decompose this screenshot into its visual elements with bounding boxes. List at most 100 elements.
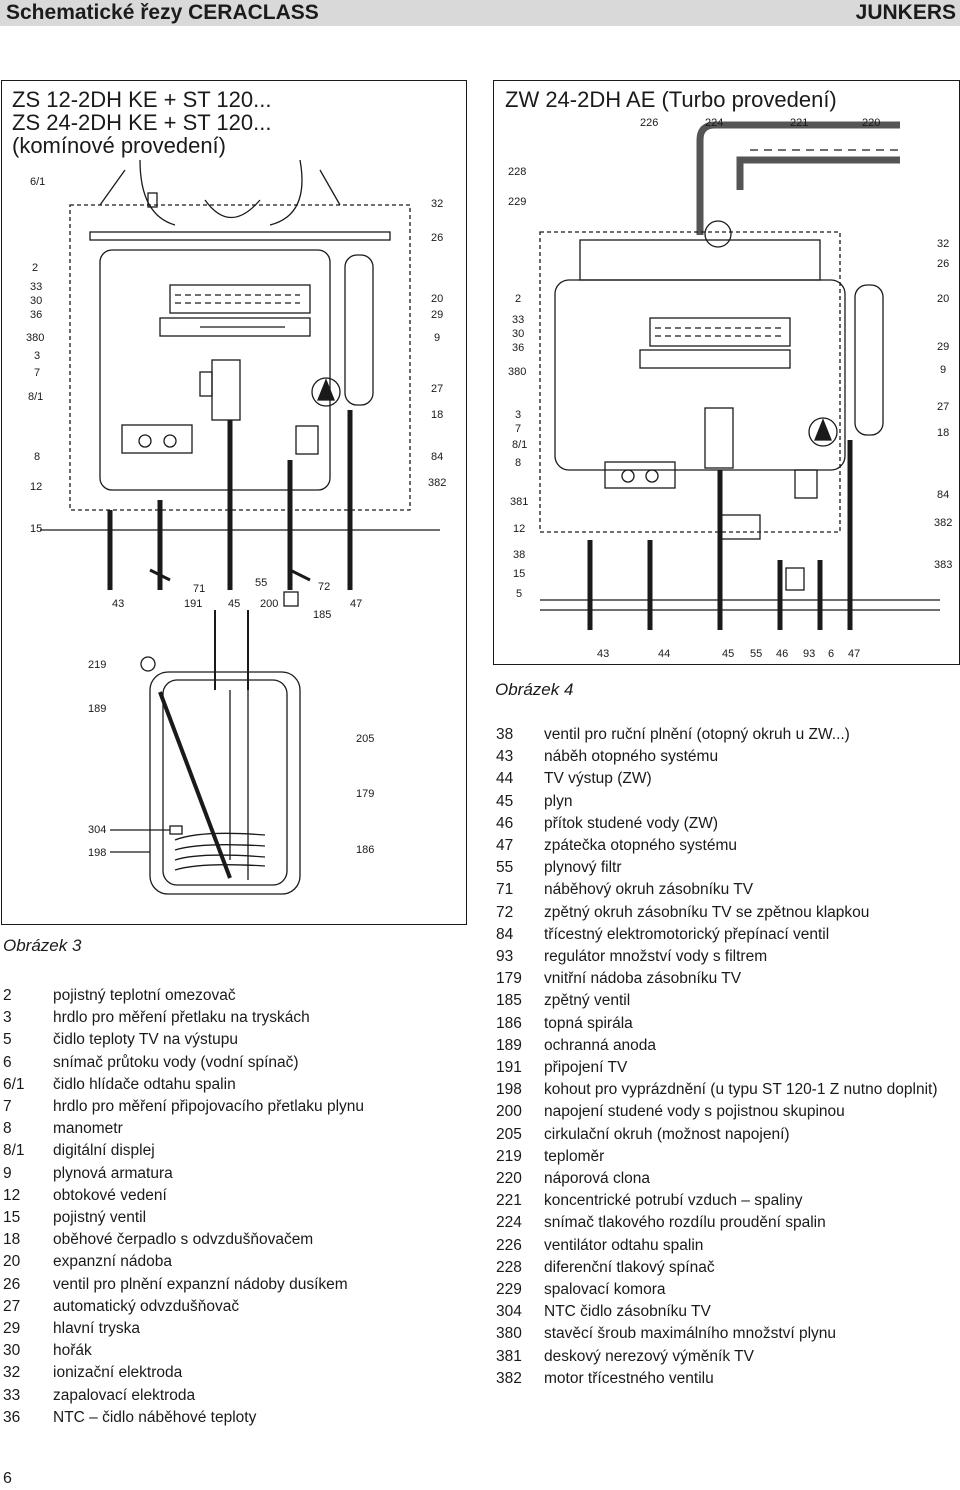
part-label: 383: [934, 559, 952, 571]
legend-number: 6: [3, 1053, 12, 1071]
right-boiler-drawing: [539, 121, 940, 630]
legend-item: 93 regulátor množství vody s filtrem: [496, 946, 958, 968]
part-label: 304: [88, 824, 106, 836]
part-label: 46: [776, 648, 788, 660]
part-label: 26: [937, 258, 949, 270]
legend-number: 93: [496, 948, 514, 966]
part-label: 8: [515, 457, 521, 469]
legend-text: regulátor množství vody s filtrem: [544, 948, 768, 966]
legend-number: 200: [496, 1103, 522, 1121]
legend-text: NTC – čidlo náběhové teploty: [53, 1408, 257, 1426]
legend-number: 36: [3, 1408, 21, 1426]
legend-number: 47: [496, 837, 514, 855]
part-label: 382: [428, 477, 446, 489]
legend-text: čidlo hlídače odtahu spalin: [53, 1075, 236, 1093]
part-label: 5: [516, 588, 522, 600]
legend-number: 381: [496, 1347, 522, 1365]
legend-number: 84: [496, 925, 514, 943]
legend-number: 7: [3, 1098, 12, 1116]
legend-text: hořák: [53, 1342, 92, 1360]
legend-text: pojistný teplotní omezovač: [53, 987, 236, 1004]
legend-text: automatický odvzdušňovač: [53, 1297, 240, 1315]
part-label: 198: [88, 847, 106, 859]
legend-text: kohout pro vyprázdnění (u typu ST 120-1 …: [544, 1081, 938, 1099]
legend-number: 9: [3, 1164, 12, 1182]
page-number: 6: [3, 1470, 12, 1487]
part-label: 8: [34, 451, 40, 463]
legend-text: snímač tlakového rozdílu proudění spalin: [544, 1214, 826, 1232]
part-label: 179: [356, 788, 374, 800]
legend-text: hrdlo pro měření připojovacího přetlaku …: [53, 1098, 365, 1116]
legend-text: diferenční tlakový spínač: [544, 1258, 715, 1276]
part-label: 224: [705, 117, 723, 129]
legend-text: plynový filtr: [544, 859, 622, 877]
legend-number: 32: [3, 1364, 21, 1382]
part-label: 9: [434, 332, 440, 344]
legend-number: 71: [496, 881, 514, 899]
part-label: 33: [512, 314, 524, 326]
part-label: 6/1: [30, 176, 45, 188]
part-label: 30: [512, 328, 524, 340]
legend-text: oběhové čerpadlo s odvzdušňovačem: [53, 1231, 314, 1249]
legend-text: expanzní nádoba: [53, 1253, 172, 1271]
legend-number: 228: [496, 1258, 522, 1276]
legend-number: 38: [496, 726, 514, 743]
legend-number: 226: [496, 1236, 522, 1254]
part-label: 380: [508, 366, 526, 378]
legend-text: zpětný ventil: [544, 992, 631, 1010]
legend-number: 15: [3, 1209, 21, 1227]
part-label: 185: [313, 609, 331, 621]
legend-number: 205: [496, 1125, 522, 1143]
part-label: 27: [937, 401, 949, 413]
legend-text: ochranná anoda: [544, 1036, 657, 1054]
part-label: 84: [937, 489, 949, 501]
legend-number: 191: [496, 1059, 522, 1077]
part-label: 226: [640, 117, 658, 129]
legend-text: čidlo teploty TV na výstupu: [53, 1031, 238, 1049]
left-figure-labels: 6/1 2 33 30 36 380 3 7 8/1 8 12 15 32 26…: [26, 176, 446, 859]
part-label: 71: [193, 583, 205, 595]
part-label: 380: [26, 332, 44, 344]
legend-text: zpětný okruh zásobníku TV se zpětnou kla…: [544, 903, 870, 921]
figure-caption: Obrázek 4: [495, 680, 574, 699]
part-label: 43: [112, 598, 124, 610]
part-label: 29: [937, 341, 949, 353]
part-label: 228: [508, 166, 526, 178]
legend-text: hlavní tryska: [53, 1320, 141, 1338]
part-label: 12: [30, 481, 42, 493]
part-label: 3: [515, 409, 521, 421]
part-label: 221: [790, 117, 808, 129]
legend-text: ventil pro plnění expanzní nádoby dusíke…: [53, 1275, 348, 1293]
part-label: 205: [356, 733, 374, 745]
legend-number: 8/1: [3, 1142, 25, 1160]
part-label: 219: [88, 659, 106, 671]
part-label: 55: [255, 577, 267, 589]
part-label: 7: [515, 423, 521, 435]
figure-left-title-line: (komínové provedení): [12, 133, 226, 158]
part-label: 32: [431, 198, 443, 210]
part-label: 229: [508, 196, 526, 208]
legend-number: 179: [496, 970, 522, 988]
figure-left-title-line: ZS 12-2DH KE + ST 120...: [12, 87, 272, 112]
